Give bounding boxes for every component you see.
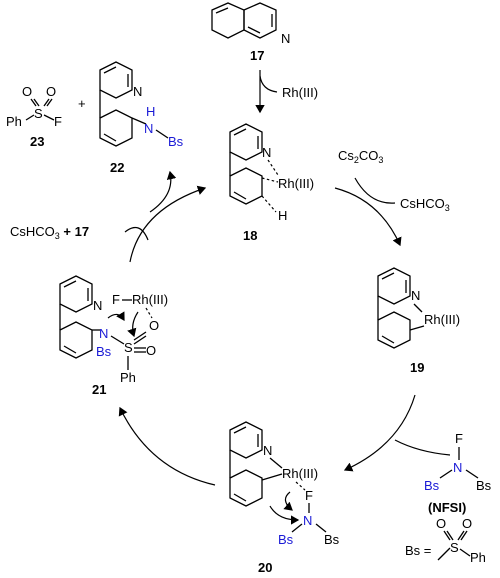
rh-21: Rh(III)	[132, 292, 168, 307]
nfsi-label: (NFSI)	[428, 500, 466, 515]
label-23: 23	[30, 134, 44, 149]
n-atom-20b: N	[303, 513, 312, 528]
cs2co3-reagent: Cs2CO3	[338, 148, 383, 165]
plus-sign: +	[78, 96, 86, 111]
compound-20: N Rh(III) F N Bs Bs 20	[229, 421, 340, 575]
rh-18: Rh(III)	[278, 176, 314, 191]
n-atom-22: N	[133, 84, 142, 99]
compound-19: N Rh(III) 19	[377, 267, 460, 375]
s-atom-23: S	[34, 106, 43, 121]
bs-o1: O	[436, 516, 446, 531]
f-atom-21: F	[112, 292, 120, 307]
o-atom-23b: O	[46, 84, 56, 99]
compound-18: N Rh(III) H 18	[229, 123, 314, 243]
o-atom-21b: O	[146, 343, 156, 358]
bs-ph: Ph	[470, 550, 486, 565]
n-atom-21: N	[93, 298, 102, 313]
n-atom-22b: N	[144, 121, 153, 136]
n-atom-19: N	[411, 288, 420, 303]
rh-reagent-label: Rh(III)	[282, 85, 318, 100]
compound-17: N 17	[211, 2, 290, 63]
h-atom-18: H	[278, 208, 287, 223]
rh-20: Rh(III)	[282, 466, 318, 481]
cshco3-byproduct: CsHCO3	[400, 196, 450, 213]
nfsi-f: F	[455, 431, 463, 446]
n-atom: N	[281, 31, 290, 46]
bs-equals: Bs =	[405, 543, 431, 558]
bs-o2: O	[462, 516, 472, 531]
bs-21: Bs	[96, 344, 112, 359]
rh-19: Rh(III)	[424, 312, 460, 327]
ph-23: Ph	[6, 114, 22, 129]
f-atom-23: F	[54, 114, 62, 129]
n-atom-20: N	[263, 443, 272, 458]
nfsi-bs2: Bs	[476, 478, 492, 493]
ph-21: Ph	[120, 370, 136, 385]
s-atom-21: S	[124, 340, 133, 355]
cshco3-17-release: CsHCO3 + 17	[10, 224, 89, 241]
arrow-19-to-20	[343, 394, 451, 472]
label-17: 17	[250, 48, 264, 63]
bs-s: S	[450, 540, 459, 555]
n-atom-18: N	[262, 145, 271, 160]
nfsi-bs1: Bs	[424, 478, 440, 493]
nfsi-n: N	[453, 460, 462, 475]
compound-23: Ph S O O F 23	[6, 84, 62, 149]
n-atom-21b: N	[99, 326, 108, 341]
f-atom-20: F	[305, 488, 313, 503]
bs-22: Bs	[168, 134, 184, 149]
label-18: 18	[243, 228, 257, 243]
arrow-21-to-18: CsHCO3 + 17	[10, 170, 207, 263]
label-21: 21	[92, 382, 106, 397]
bs-20a: Bs	[278, 532, 294, 547]
arrow-20-to-21	[118, 406, 216, 486]
compound-21: N N Bs F Rh(III) O S O Ph 21	[59, 275, 168, 397]
nfsi-reagent: F N Bs Bs (NFSI)	[424, 431, 492, 515]
o-atom-23a: O	[22, 84, 32, 99]
o-atom-21a: O	[149, 318, 159, 333]
arrow-17-to-18: Rh(III)	[255, 70, 318, 114]
compound-22: N H N Bs 22	[99, 61, 184, 175]
label-20: 20	[258, 560, 272, 575]
label-19: 19	[410, 360, 424, 375]
arrow-18-to-19: Cs2CO3 CsHCO3	[334, 148, 450, 247]
h-atom-22: H	[146, 104, 155, 119]
bs-definition: Bs = S O O Ph	[405, 516, 486, 565]
bs-20b: Bs	[324, 532, 340, 547]
label-22: 22	[110, 160, 124, 175]
